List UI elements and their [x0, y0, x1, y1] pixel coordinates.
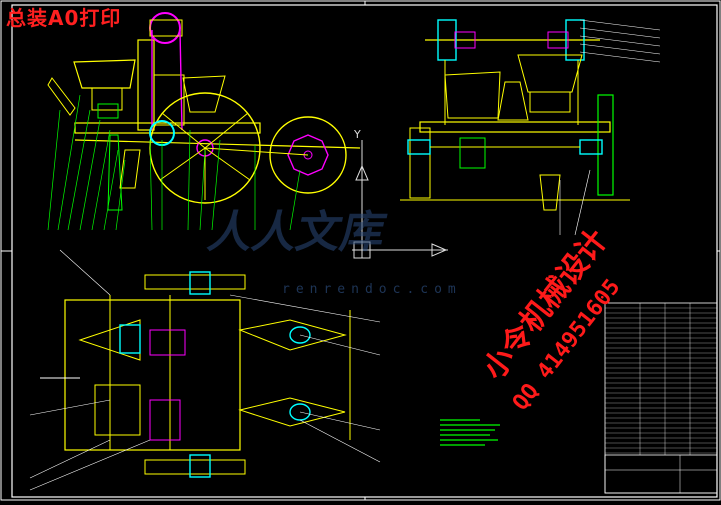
- front-view: [47, 12, 361, 231]
- technical-notes: [440, 419, 500, 446]
- title-block: [604, 302, 718, 494]
- side-view: [400, 19, 661, 236]
- watermark-logo-text: 人人文库: [203, 207, 391, 258]
- plan-view: [29, 249, 381, 491]
- drawing-title: 总装A0打印: [6, 6, 122, 30]
- watermark-url: renrendoc.com: [282, 282, 462, 297]
- axis-label-y: Y: [354, 128, 361, 141]
- ucs-axis-icon: [352, 140, 448, 259]
